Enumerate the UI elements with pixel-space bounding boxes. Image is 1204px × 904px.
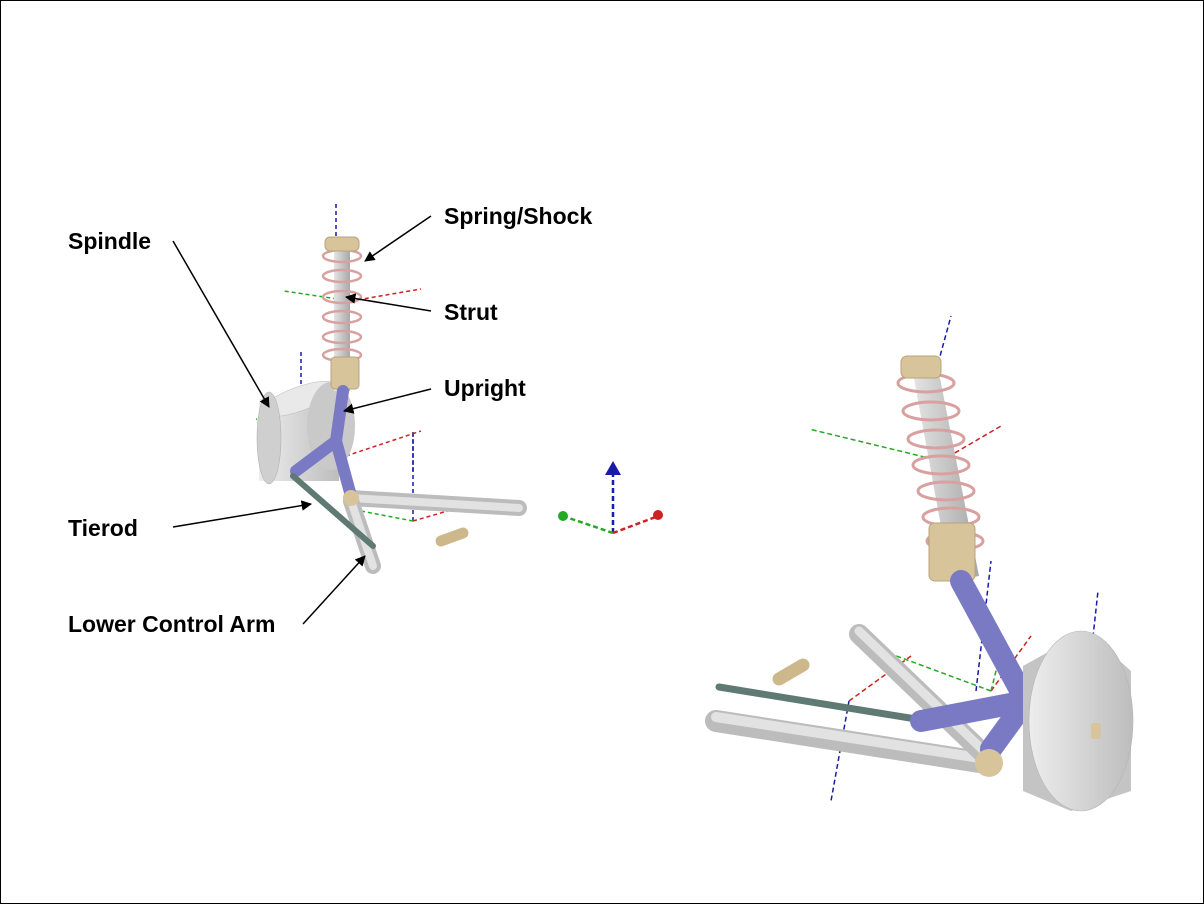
right-spindle-wheel	[1023, 630, 1134, 812]
spring-shock-arrow	[364, 215, 432, 262]
left-bushings	[343, 490, 469, 547]
tierod-arrow	[172, 500, 313, 528]
callout-arrows	[172, 215, 432, 625]
strut-arrow	[344, 293, 432, 312]
label-spindle: Spindle	[68, 228, 152, 254]
right-bushing	[772, 658, 810, 686]
label-spring-shock: Spring/Shock	[444, 203, 593, 229]
global-axis-triad	[562, 473, 662, 535]
left-lower-control-arm	[343, 490, 527, 574]
right-tierod	[715, 683, 920, 723]
left-shock-mounts	[324, 236, 360, 390]
right-shock-mounts	[900, 355, 976, 582]
lower-control-arm-arrow	[302, 555, 366, 625]
left-upright	[290, 385, 357, 502]
label-tierod: Tierod	[68, 515, 138, 541]
upright-arrow	[342, 388, 432, 414]
right-ball-joint	[975, 749, 1003, 777]
spindle-arrow	[172, 240, 270, 408]
label-lower-control-arm: Lower Control Arm	[68, 611, 276, 637]
label-upright: Upright	[444, 375, 526, 401]
right-upright	[910, 570, 1037, 760]
right-lower-control-arm	[705, 624, 997, 774]
global-axis-arrowheads	[558, 461, 663, 521]
right-suspension-assembly	[705, 315, 1134, 812]
left-tierod	[290, 473, 376, 549]
label-strut: Strut	[444, 299, 498, 325]
